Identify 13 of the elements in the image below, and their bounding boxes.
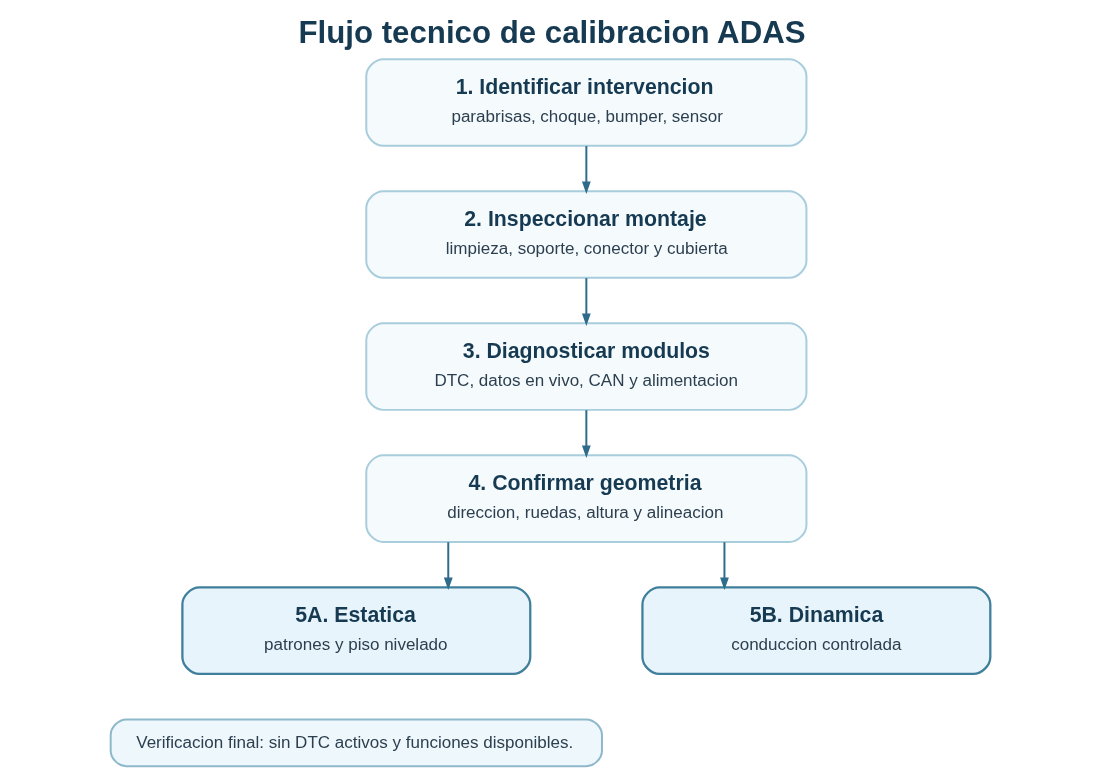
node-box: 4. Confirmar geometria direccion, ruedas, altura y alineacion bbox=[364, 454, 807, 543]
node-box: Verificacion final: sin DTC activos y funciones disponibles. bbox=[109, 718, 603, 768]
node-box: 1. Identificar intervencion parabrisas, choque, bumper, sensor bbox=[364, 58, 807, 147]
diagram-title: Flujo tecnico de calibracion ADAS bbox=[297, 14, 806, 50]
arrow bbox=[443, 541, 453, 591]
node-box: 2. Inspeccionar montaje limpieza, soporte, conector y cubierta bbox=[364, 190, 807, 279]
node-box: 5A. Estatica patrones y piso nivelado bbox=[180, 586, 531, 676]
arrow bbox=[581, 277, 591, 327]
arrow bbox=[719, 541, 729, 591]
arrow bbox=[581, 145, 591, 194]
node-box: 5B. Dinamica conduccion controlada bbox=[640, 586, 991, 676]
node-box: 3. Diagnosticar modulos DTC, datos en vivo, CAN y alimentacion bbox=[364, 322, 807, 411]
arrow bbox=[581, 409, 591, 459]
